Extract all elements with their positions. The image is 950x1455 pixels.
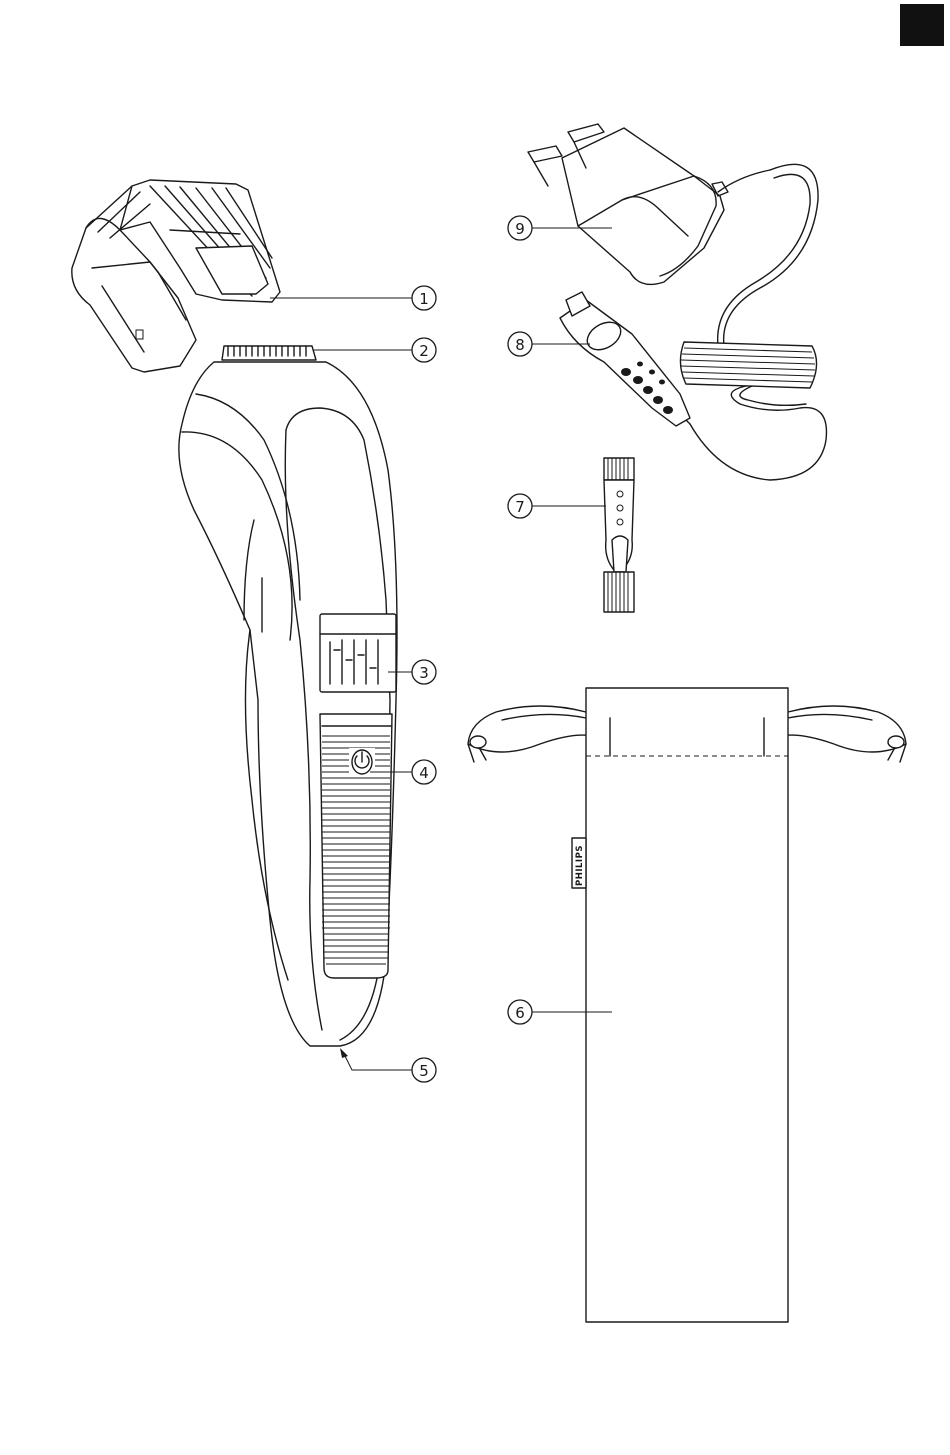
pouch-illustration: PHILIPS xyxy=(468,688,906,1322)
callout-number: 8 xyxy=(515,336,525,354)
callout-number: 3 xyxy=(419,664,429,682)
trimmer-illustration xyxy=(179,346,397,1046)
callout-4: 4 xyxy=(412,760,436,784)
comb-illustration xyxy=(72,180,280,372)
callout-7: 7 xyxy=(508,494,532,518)
callout-number: 9 xyxy=(515,220,525,238)
callout-3: 3 xyxy=(412,660,436,684)
callout-9: 9 xyxy=(508,216,532,240)
callout-number: 6 xyxy=(515,1004,525,1022)
callout-6: 6 xyxy=(508,1000,532,1024)
callout-5: 5 xyxy=(412,1058,436,1082)
callout-number: 1 xyxy=(419,290,429,308)
language-corner-tab xyxy=(900,4,944,46)
callout-number: 2 xyxy=(419,342,429,360)
callout-number: 5 xyxy=(419,1062,429,1080)
cleaning-brush-illustration xyxy=(604,458,634,612)
pouch-brand-label: PHILIPS xyxy=(575,845,585,886)
callout-number: 7 xyxy=(515,498,525,516)
callout-number: 4 xyxy=(419,764,429,782)
callout-2: 2 xyxy=(412,338,436,362)
callout-1: 1 xyxy=(412,286,436,310)
callout-8: 8 xyxy=(508,332,532,356)
appliance-plug-illustration xyxy=(560,292,690,426)
